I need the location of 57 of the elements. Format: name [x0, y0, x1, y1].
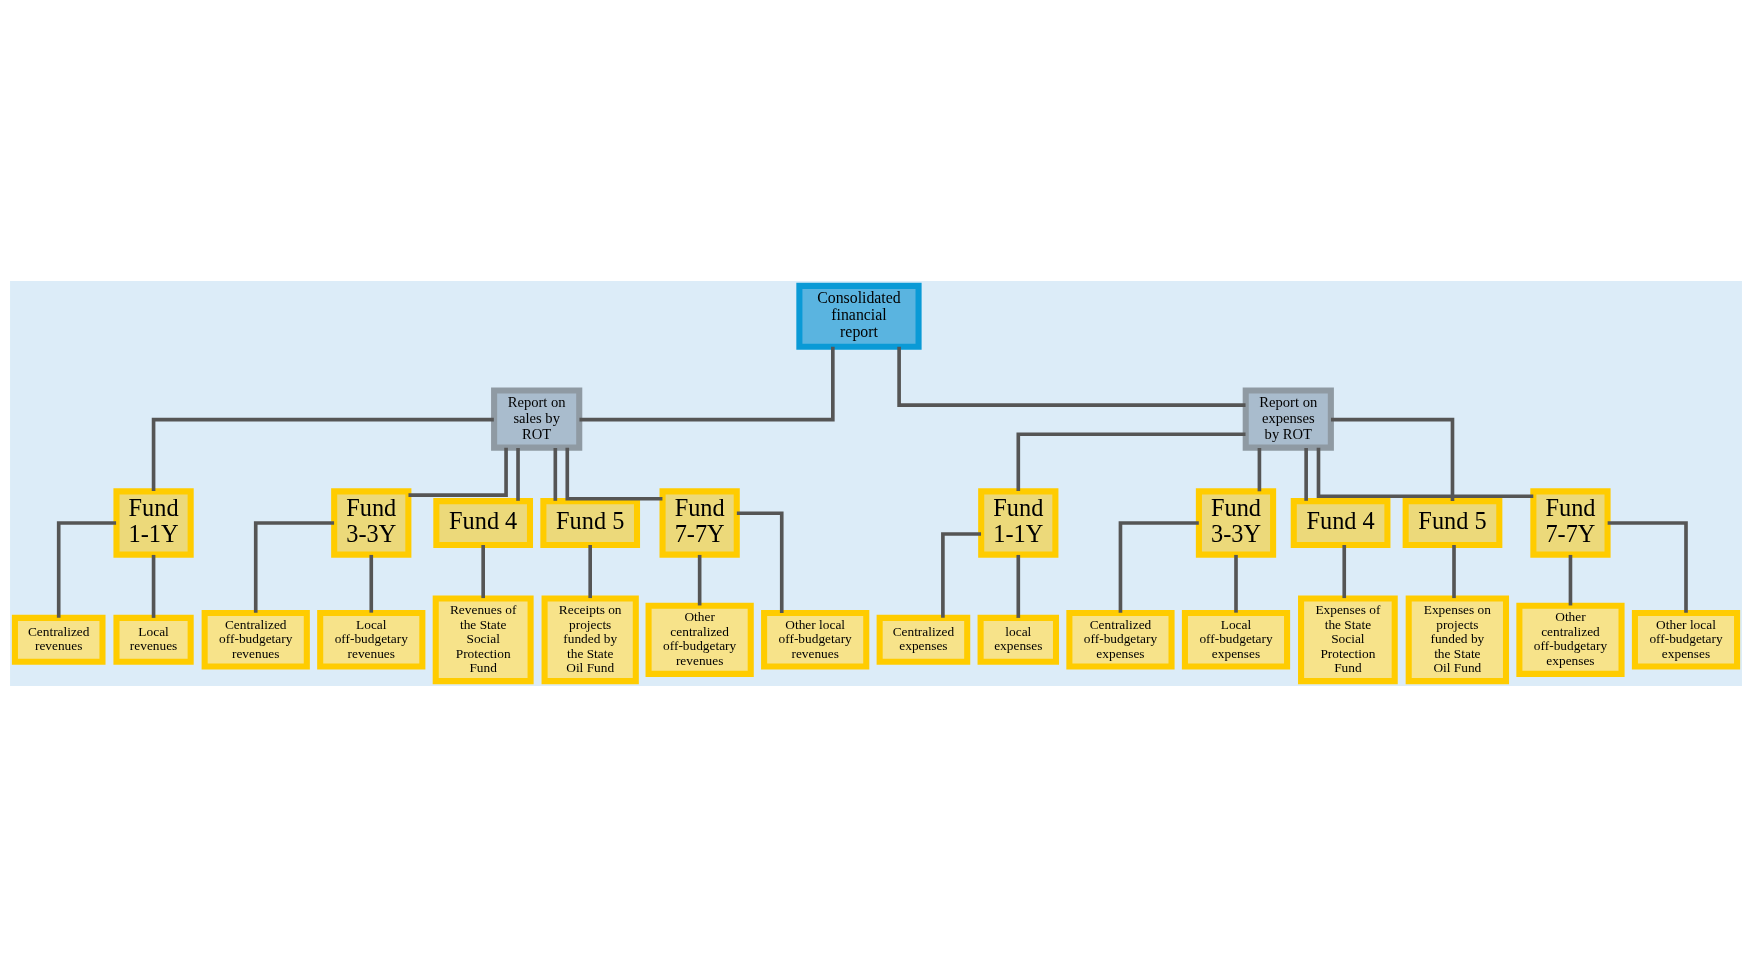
node-box: Report on sales by ROT	[491, 387, 583, 451]
node-box: Other local off-budgetary expenses	[1631, 610, 1741, 670]
node-box: Fund 5	[540, 498, 641, 548]
connector	[408, 447, 508, 497]
connector	[1607, 521, 1688, 613]
node-box: Fund 3-3Y	[1195, 488, 1277, 558]
node-box: Centralized off-budgetary revenues	[201, 610, 310, 670]
node-box: Centralized off-budgetary expenses	[1066, 610, 1175, 670]
connector	[151, 417, 494, 491]
node-box: Centralized revenues	[11, 614, 106, 665]
connector	[579, 346, 835, 422]
connector	[253, 521, 335, 613]
node-box: Fund 4	[1290, 498, 1391, 548]
node-box: Report on expenses by ROT	[1242, 387, 1334, 451]
node-box: Expenses of the State Social Protection Fund	[1298, 595, 1398, 685]
node-box: Local off-budgetary expenses	[1181, 610, 1291, 670]
connector	[1234, 554, 1238, 613]
node-box: Revenues of the State Social Protection Fund	[432, 595, 534, 685]
node-box: Fund 5	[1402, 498, 1503, 548]
node-box: Consolidated financial report	[796, 282, 922, 350]
node-box: local expenses	[977, 614, 1060, 665]
connector	[897, 346, 1246, 407]
connector	[56, 521, 117, 618]
node-box: Local off-budgetary revenues	[317, 610, 426, 670]
connector	[1016, 554, 1021, 618]
node-box: Fund 1-1Y	[978, 488, 1059, 558]
connector	[1257, 448, 1262, 492]
node-box: Centralized expenses	[876, 614, 971, 665]
connector	[1568, 554, 1573, 606]
node-box: Receipts on projects funded by the State Oil Fund	[541, 595, 639, 685]
connector	[1331, 417, 1455, 502]
node-box: Other centralized off-budgetary expenses	[1516, 602, 1625, 677]
node-box: Expenses on projects funded by the State Oil Fund	[1405, 595, 1510, 685]
node-box: Fund 7-7Y	[659, 488, 740, 558]
connector	[553, 448, 558, 501]
connector	[516, 448, 520, 501]
node-box: Fund 7-7Y	[1530, 488, 1611, 558]
connector	[588, 545, 592, 599]
connector	[1016, 432, 1246, 491]
connector	[565, 447, 663, 501]
connector	[151, 554, 156, 618]
connector	[1452, 545, 1456, 599]
node-box: Local revenues	[113, 614, 194, 665]
connector	[481, 545, 485, 599]
node-box: Fund 3-3Y	[331, 488, 412, 558]
connector	[369, 554, 374, 613]
connector	[1342, 545, 1347, 599]
connector	[1316, 447, 1534, 499]
node-box: Other local off-budgetary revenues	[761, 610, 870, 670]
node-box: Fund 4	[433, 498, 534, 548]
connector	[736, 511, 784, 613]
node-box: Other centralized off-budgetary revenues	[645, 602, 754, 677]
connector	[697, 554, 702, 606]
connector	[941, 532, 982, 618]
connector	[1118, 521, 1199, 613]
connector	[1304, 448, 1308, 501]
node-box: Fund 1-1Y	[113, 488, 194, 558]
